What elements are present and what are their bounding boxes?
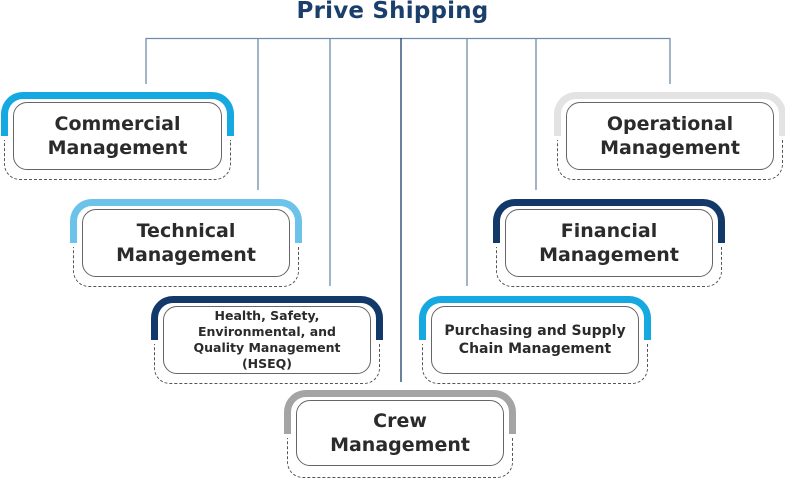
technical-label: Technical Management [82,209,290,277]
commercial-label: Commercial Management [13,102,222,170]
accent-cap [151,296,383,340]
org-chart-title: Prive Shipping [296,0,489,24]
node-hseq: Health, Safety, Environmental, and Quali… [151,296,383,384]
node-purchasing: Purchasing and Supply Chain Management [419,296,651,384]
accent-cap [419,296,651,340]
node-crew: Crew Management [284,390,516,478]
dashed-outline [154,344,380,384]
dashed-outline [4,140,231,180]
hseq-label: Health, Safety, Environmental, and Quali… [163,306,371,374]
node-commercial: Commercial Management [1,92,234,180]
crew-label: Crew Management [296,400,504,466]
financial-label: Financial Management [505,209,713,277]
accent-cap [1,92,234,136]
dashed-outline [557,140,783,180]
accent-cap [493,199,725,243]
purchasing-label: Purchasing and Supply Chain Management [431,306,639,374]
accent-cap [554,92,785,136]
accent-cap [70,199,302,243]
node-financial: Financial Management [493,199,725,287]
node-operational: Operational Management [554,92,785,180]
dashed-outline [73,247,299,287]
operational-label: Operational Management [566,102,774,170]
accent-cap [284,390,516,434]
dashed-outline [496,247,722,287]
dashed-outline [422,344,648,384]
node-technical: Technical Management [70,199,302,287]
